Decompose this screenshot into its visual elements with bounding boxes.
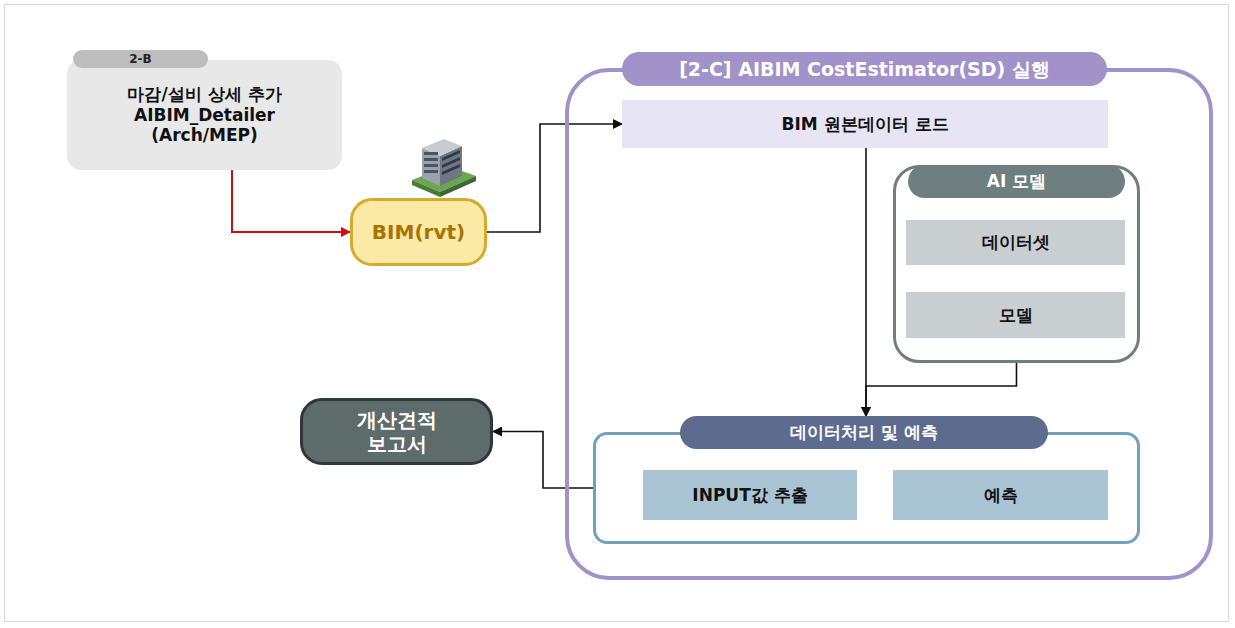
node-label: BIM 원본데이터 로드 [781, 114, 948, 134]
process-box: 데이터셋 [906, 220, 1125, 265]
node-label: 개산견적 보고서 [352, 408, 442, 456]
process-box: BIM(rvt) [350, 198, 487, 266]
building-icon [412, 139, 476, 197]
node-label: 모델 [999, 305, 1033, 325]
process-box: INPUT값 추출 [643, 470, 857, 520]
connector-arrow [866, 363, 1017, 416]
header-label: 2-B [129, 52, 151, 66]
node-label: 마감/설비 상세 추가 AIBIM_Detailer (Arch/MEP) [105, 84, 305, 145]
process-box: 예측 [893, 470, 1108, 520]
header-pill: AI 모델 [908, 165, 1125, 198]
group-box: 데이터처리 및 예측INPUT값 추출예측 [593, 432, 1140, 544]
process-box: BIM 원본데이터 로드 [622, 100, 1108, 148]
header-pill: 2-B [73, 50, 208, 68]
connector-arrow [487, 124, 622, 232]
header-pill: [2-C] AIBIM CostEstimator(SD) 실행 [622, 52, 1107, 86]
process-box: 모델 [906, 292, 1125, 338]
group-box: 마감/설비 상세 추가 AIBIM_Detailer (Arch/MEP)2-B [67, 60, 342, 170]
node-label: 데이터셋 [982, 232, 1050, 252]
connector-arrow [493, 432, 593, 489]
header-label: 데이터처리 및 예측 [790, 422, 938, 442]
header-label: [2-C] AIBIM CostEstimator(SD) 실행 [679, 58, 1050, 81]
node-label: BIM(rvt) [372, 220, 465, 244]
header-label: AI 모델 [987, 171, 1046, 191]
header-pill: 데이터처리 및 예측 [680, 416, 1048, 449]
node-label: 예측 [984, 485, 1018, 505]
node-label: INPUT값 추출 [692, 485, 807, 505]
connector-arrow [232, 170, 350, 232]
group-box: AI 모델데이터셋모델 [893, 165, 1140, 363]
group-box: [2-C] AIBIM CostEstimator(SD) 실행BIM 원본데이… [565, 68, 1213, 580]
connector-arrow [865, 148, 867, 416]
process-box: 개산견적 보고서 [300, 398, 493, 465]
